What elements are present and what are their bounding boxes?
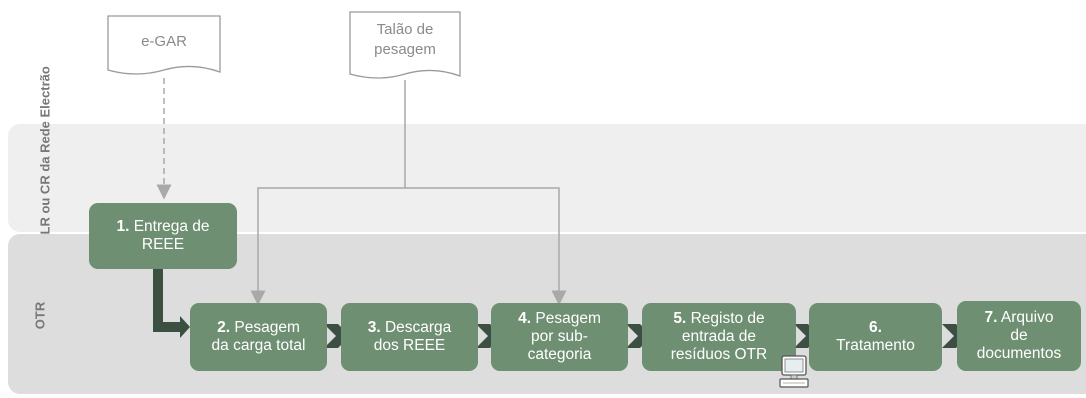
step-7-line1: Arquivo (1000, 309, 1054, 326)
step-6-tratamento[interactable]: 6. Tratamento (809, 303, 942, 371)
step-4-line2: por sub- (531, 328, 588, 345)
step-3-descarga[interactable]: 3. Descarga dos REEE (341, 303, 478, 371)
step-2-line1: Pesagem (234, 319, 300, 336)
step-6-number: 6. (869, 319, 882, 336)
step-5-registo-entrada[interactable]: 5. Registo de entrada de resíduos OTR (642, 303, 796, 371)
step-5-line3: resíduos OTR (670, 346, 768, 363)
step-5-number: 5. (673, 310, 687, 327)
step-3-line2: dos REEE (373, 337, 446, 354)
document-talao-line1: Talão de (376, 21, 434, 38)
step-1-entrega[interactable]: 1. Entrega de REEE (89, 203, 237, 269)
step-4-line1: Pesagem (535, 310, 601, 327)
step-3-line1: Descarga (384, 319, 452, 336)
step-1-line2: REEE (141, 236, 185, 253)
step-2-number: 2. (217, 319, 231, 336)
step-7-arquivo[interactable]: 7. Arquivo de documentos (957, 301, 1081, 371)
step-1-line1: Entrega de (133, 218, 210, 235)
step-1-number: 1. (116, 218, 130, 235)
document-egar: e-GAR (108, 32, 220, 52)
step-5-line2: entrada de (681, 328, 757, 345)
step-4-line3: categoria (527, 346, 592, 363)
computer-icon (779, 355, 809, 388)
talao-connector-left (250, 187, 405, 306)
step-6-line2: Tratamento (836, 337, 915, 354)
talao-connector-right (405, 187, 567, 306)
step-3-number: 3. (367, 319, 381, 336)
step-7-line3: documentos (976, 345, 1062, 362)
document-talao-line2: pesagem (374, 41, 436, 58)
document-shape-talao (349, 11, 461, 79)
document-egar-label: e-GAR (141, 33, 187, 50)
document-shape-egar (107, 15, 221, 75)
document-talao-pesagem: Talão de pesagem (350, 20, 460, 60)
step-7-line2: de (1010, 327, 1028, 344)
step-2-pesagem-carga[interactable]: 2. Pesagem da carga total (190, 303, 327, 371)
step-4-pesagem-subcategoria[interactable]: 4. Pesagem por sub- categoria (491, 303, 628, 371)
step-4-number: 4. (518, 310, 532, 327)
step-7-number: 7. (984, 309, 998, 326)
step-2-line2: da carga total (211, 337, 306, 354)
step-5-line1: Registo de (690, 310, 765, 327)
flow-arrow-1-2 (153, 268, 190, 338)
